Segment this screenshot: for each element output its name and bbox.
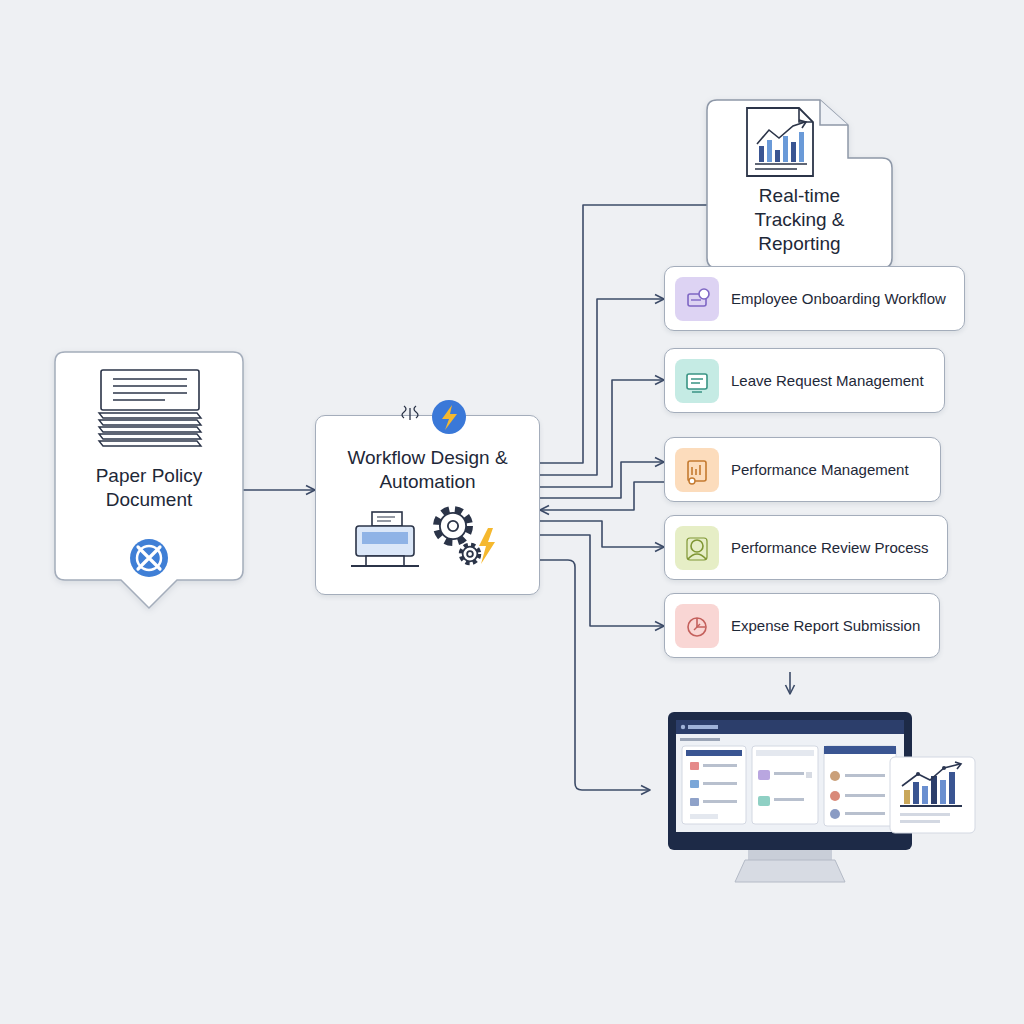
flow-connector bbox=[540, 299, 664, 475]
node-illustration bbox=[316, 416, 541, 596]
node-label: Performance Management bbox=[665, 461, 925, 478]
source-document: Paper Policy Document bbox=[55, 352, 243, 608]
workflow-item: Employee Onboarding Workflow bbox=[664, 266, 965, 331]
process-box: Workflow Design & Automation bbox=[315, 415, 540, 595]
flow-connector bbox=[540, 462, 664, 498]
node-label: Expense Report Submission bbox=[665, 617, 936, 634]
flow-connector bbox=[540, 380, 664, 487]
flow-connector bbox=[540, 482, 664, 510]
flow-connector bbox=[540, 535, 664, 626]
chart-card bbox=[890, 757, 975, 833]
dashboard-monitor bbox=[668, 712, 912, 882]
workflow-item: Performance Review Process bbox=[664, 515, 948, 580]
flow-connector bbox=[243, 489, 315, 491]
report-document: Real-time Tracking & Reporting bbox=[707, 100, 892, 268]
node-label: Real-time Tracking & Reporting bbox=[707, 184, 892, 255]
flow-connector bbox=[540, 205, 707, 463]
node-label: Employee Onboarding Workflow bbox=[665, 290, 962, 307]
dashboard-connector bbox=[540, 560, 650, 790]
node-label: Leave Request Management bbox=[665, 372, 940, 389]
down-arrow bbox=[789, 672, 791, 694]
workflow-item: Expense Report Submission bbox=[664, 593, 940, 658]
flow-connector bbox=[540, 521, 664, 547]
node-label: Paper Policy Document bbox=[55, 464, 243, 512]
workflow-item: Leave Request Management bbox=[664, 348, 945, 413]
node-label: Performance Review Process bbox=[665, 539, 945, 556]
node-label: Workflow Design & Automation bbox=[330, 446, 526, 494]
workflow-item: Performance Management bbox=[664, 437, 941, 502]
